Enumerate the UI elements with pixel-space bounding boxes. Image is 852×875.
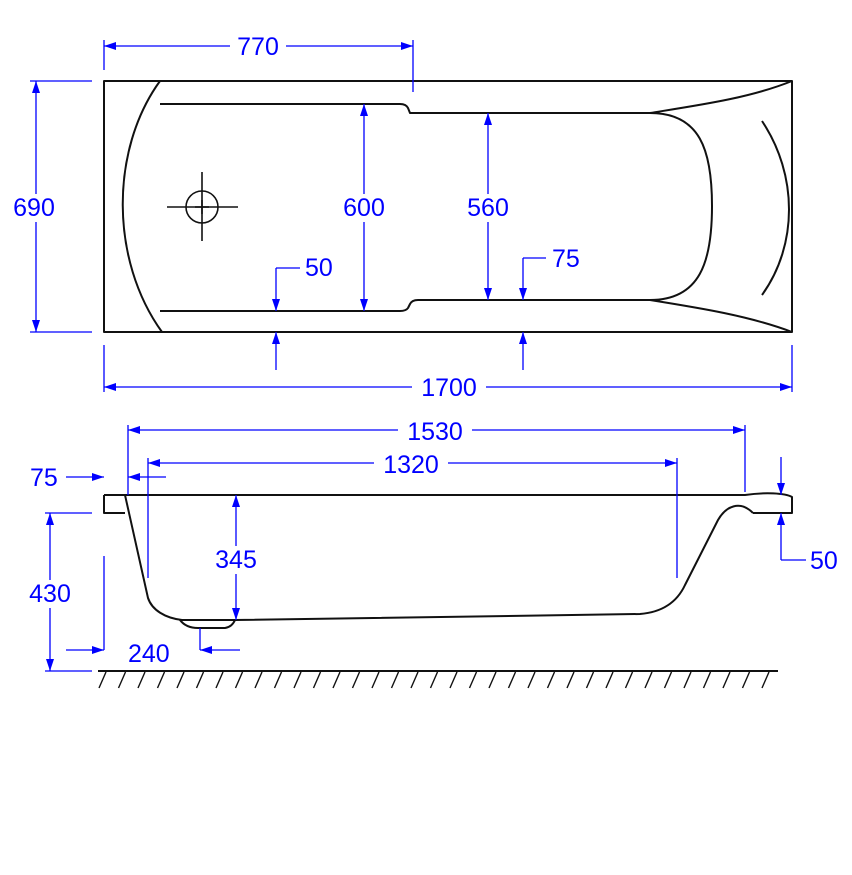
dim-50-label: 50 <box>305 254 333 282</box>
hatch-mark <box>215 671 224 689</box>
dim-560-label: 560 <box>467 194 509 222</box>
hatch-mark <box>663 671 673 689</box>
dim-600-label: 600 <box>343 194 385 222</box>
hatch-mark <box>137 671 146 689</box>
dim-690-label: 690 <box>13 194 55 222</box>
plan-right-bottom-curve <box>649 299 793 333</box>
dim-rim50-label: 50 <box>810 547 838 575</box>
hatch-mark <box>488 671 497 689</box>
side-foot <box>179 619 236 629</box>
plan-left-end-curve <box>121 80 163 333</box>
side-body-profile <box>124 494 754 621</box>
hatch-mark <box>195 671 205 689</box>
hatch-mark <box>429 671 439 689</box>
hatch-mark <box>176 671 185 689</box>
hatch-mark <box>761 671 770 689</box>
dim-240-label: 240 <box>128 640 170 668</box>
hatch-mark <box>468 671 478 689</box>
hatch-mark <box>117 671 127 689</box>
dim-75-label: 75 <box>552 245 580 273</box>
hatch-mark <box>273 671 283 689</box>
hatch-mark <box>410 671 419 689</box>
hatch-mark <box>234 671 244 689</box>
side-view: 1530 1320 75 345 430 240 50 <box>22 416 838 689</box>
side-rim-left <box>103 495 125 514</box>
hatch-mark <box>605 671 614 689</box>
hatch-mark <box>683 671 692 689</box>
hatch-mark <box>371 671 380 689</box>
hatch-mark <box>702 671 712 689</box>
hatch-mark <box>644 671 653 689</box>
plan-outer-rim <box>103 80 793 333</box>
hatch-mark <box>566 671 575 689</box>
hatch-mark <box>741 671 751 689</box>
hatch-mark <box>312 671 322 689</box>
hatch-mark <box>293 671 302 689</box>
plan-right-top-curve <box>649 80 793 114</box>
dim-770-label: 770 <box>237 33 279 61</box>
hatch-mark <box>507 671 517 689</box>
plan-inner-basin <box>160 103 713 312</box>
dim-430-label: 430 <box>29 580 71 608</box>
hatch-mark <box>390 671 400 689</box>
side-rim-top <box>104 492 793 514</box>
hatch-mark <box>351 671 361 689</box>
hatch-mark <box>722 671 731 689</box>
ground-hatching <box>98 671 770 689</box>
drain-icon <box>167 172 238 241</box>
hatch-mark <box>624 671 634 689</box>
plan-right-inner-arc <box>761 120 790 296</box>
dim-1320-label: 1320 <box>383 451 439 479</box>
dim-rim75-label: 75 <box>30 464 58 492</box>
hatch-mark <box>332 671 341 689</box>
hatch-mark <box>585 671 595 689</box>
hatch-mark <box>546 671 556 689</box>
hatch-mark <box>156 671 166 689</box>
hatch-mark <box>449 671 458 689</box>
hatch-mark <box>527 671 536 689</box>
hatch-mark <box>254 671 263 689</box>
hatch-mark <box>98 671 107 689</box>
dim-1530-label: 1530 <box>407 418 463 446</box>
dim-1700-label: 1700 <box>421 374 477 402</box>
dim-345-label: 345 <box>215 546 257 574</box>
plan-view: 770 690 600 560 50 75 1700 <box>8 31 793 402</box>
